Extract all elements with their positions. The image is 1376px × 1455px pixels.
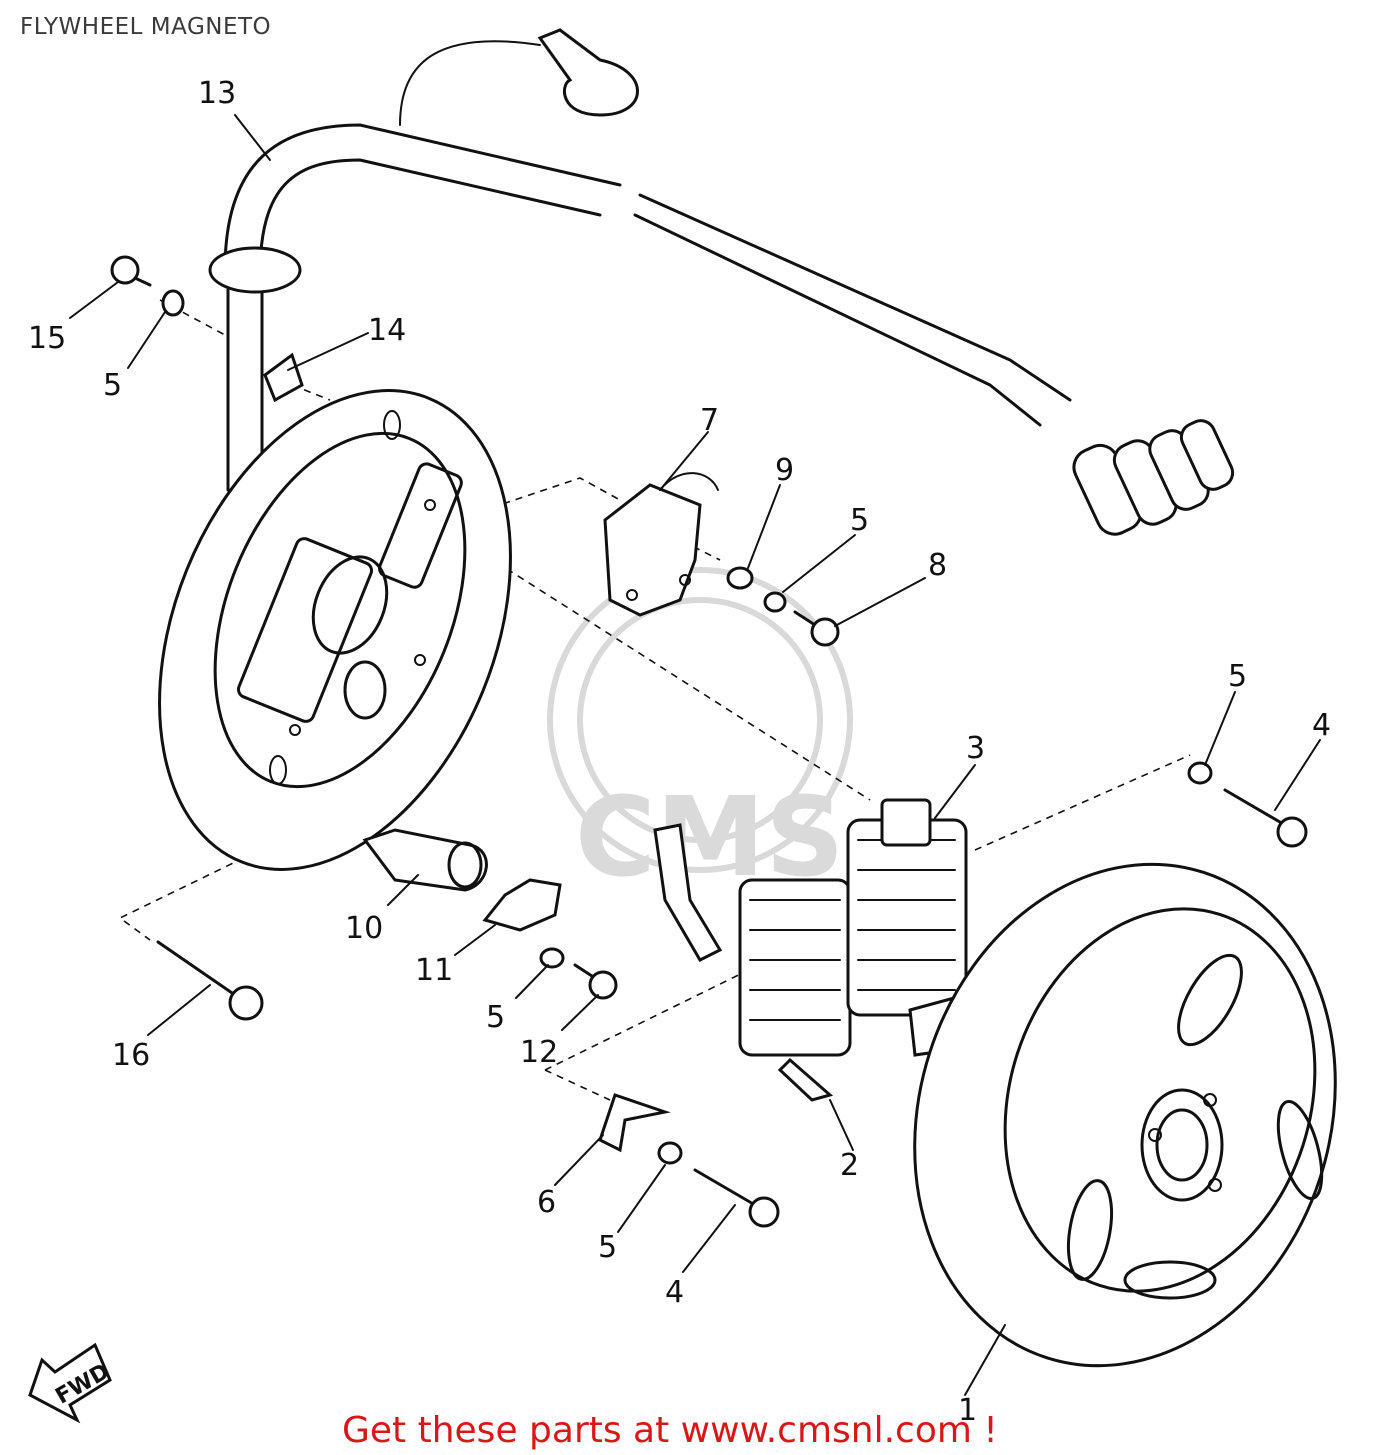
part-label-16: 16 [112,1038,150,1073]
washer-5-top [161,289,185,317]
part-label-13: 13 [198,76,236,111]
source-coil [653,823,852,1102]
screw-15 [110,255,152,287]
fwd-arrow: FWD [28,1342,114,1424]
part-label-5: 5 [486,1000,505,1035]
part-label-12: 12 [520,1035,558,1070]
screw-8 [793,610,840,647]
lead-terminal-11 [482,878,562,932]
wire-harness [208,28,1235,536]
washer-9 [726,566,754,590]
part-labels: 1 2 3 4 4 5 5 5 5 5 6 7 8 9 10 11 12 13 … [28,76,1331,1428]
part-label-3: 3 [966,731,985,766]
part-label-10: 10 [345,911,383,946]
screw-16 [156,940,264,1021]
stator-plate [158,389,512,871]
part-label-8: 8 [928,548,947,583]
part-label-5: 5 [850,503,869,538]
part-label-15: 15 [28,321,66,356]
washer-5-bottom [657,1141,683,1165]
bolt-4-right [1223,788,1308,848]
part-label-9: 9 [775,453,794,488]
leader-lines [69,114,1321,1396]
part-label-4: 4 [1312,708,1331,743]
footer-parts-link[interactable]: Get these parts at www.cmsnl.com ! [342,1410,998,1451]
spring-washer-5-lower [539,947,565,969]
contact-breaker [603,472,719,617]
part-label-1: 1 [958,1393,977,1428]
part-label-4: 4 [665,1275,684,1310]
part-label-2: 2 [840,1148,859,1183]
part-label-6: 6 [537,1185,556,1220]
part-label-5: 5 [598,1230,617,1265]
flywheel-rotor [913,862,1337,1368]
condenser [362,828,488,892]
part-label-11: 11 [415,953,453,988]
part-label-7: 7 [700,403,719,438]
part-label-14: 14 [368,313,406,348]
part-label-5: 5 [103,368,122,403]
bracket-6 [598,1093,671,1153]
part-label-5: 5 [1228,659,1247,694]
screw-12 [573,963,618,1000]
washer-5-right [1187,761,1213,785]
spring-washer-5 [763,591,787,613]
bolt-4-bottom [693,1168,780,1228]
clamp-14 [263,352,304,403]
diagram-title: FLYWHEEL MAGNETO [20,14,272,40]
